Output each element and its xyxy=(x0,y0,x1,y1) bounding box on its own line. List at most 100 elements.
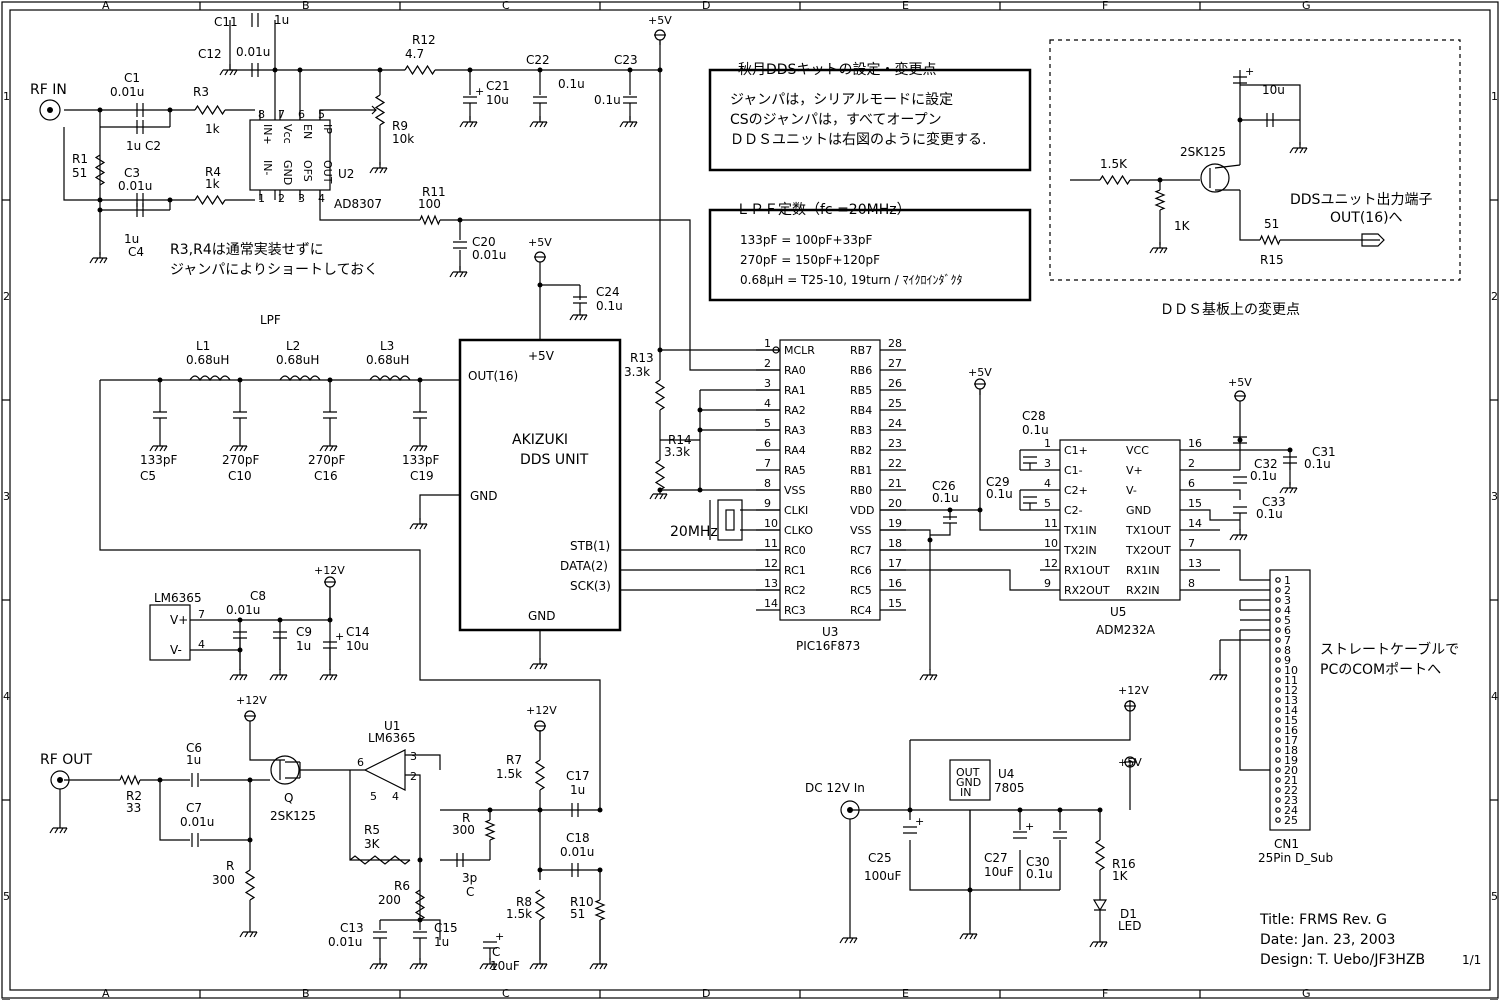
junction-dot xyxy=(467,67,473,73)
svg-text:27: 27 xyxy=(888,357,902,370)
svg-text:0.1u: 0.1u xyxy=(1026,867,1053,881)
svg-text:LM6365: LM6365 xyxy=(368,731,416,745)
cn1-pin: 5 xyxy=(1284,614,1291,627)
svg-text:26: 26 xyxy=(888,377,902,390)
ground-icon xyxy=(409,958,428,970)
row-marker: 5 xyxy=(3,890,10,903)
svg-text:DDS UNIT: DDS UNIT xyxy=(520,452,589,468)
svg-text:0.1u: 0.1u xyxy=(558,77,585,91)
svg-text:2: 2 xyxy=(764,357,771,370)
pic-pin-label: RC2 xyxy=(784,584,806,597)
junction-dot xyxy=(697,407,703,413)
cn1-pin: 19 xyxy=(1284,754,1298,767)
dds-board-change-box xyxy=(1049,39,1461,281)
cn1-pin: 17 xyxy=(1284,734,1298,747)
ground-icon xyxy=(479,958,498,970)
dds-board-fet xyxy=(1200,163,1241,193)
adm-pin-label: C1- xyxy=(1064,464,1083,477)
svg-text:Q: Q xyxy=(284,791,293,805)
pic-pin-label: RC4 xyxy=(850,604,872,617)
svg-text:17: 17 xyxy=(888,557,902,570)
svg-text:OUT(16): OUT(16) xyxy=(468,369,518,383)
capacitor xyxy=(533,96,547,104)
pic-pin-label: RA1 xyxy=(784,384,806,397)
resistor xyxy=(419,214,441,226)
rf-out-label: RF OUT xyxy=(40,752,92,768)
rf-out-connector[interactable] xyxy=(50,770,70,790)
junction-dot xyxy=(697,487,703,493)
svg-text:3: 3 xyxy=(410,750,417,763)
svg-text:1u: 1u xyxy=(434,935,449,949)
ground-icon xyxy=(959,928,978,940)
svg-text:C12: C12 xyxy=(198,47,222,61)
svg-text:100: 100 xyxy=(418,197,441,211)
svg-text:0.01u: 0.01u xyxy=(328,935,362,949)
junction-dot xyxy=(1237,437,1243,443)
cn1-pin: 1 xyxy=(1284,574,1291,587)
col-marker: A xyxy=(102,987,110,1000)
svg-text:25: 25 xyxy=(888,397,902,410)
svg-text:2: 2 xyxy=(410,770,417,783)
junction-dot xyxy=(627,67,633,73)
pic-pin-label: RB5 xyxy=(850,384,872,397)
cn1-pin: 9 xyxy=(1284,654,1291,667)
svg-text:V-: V- xyxy=(170,643,182,657)
resistor xyxy=(194,104,226,116)
svg-text:GND: GND xyxy=(956,776,981,789)
adm-pin-label: C2- xyxy=(1064,504,1083,517)
junction-dot xyxy=(237,377,243,383)
svg-text:3: 3 xyxy=(298,192,305,205)
rf-in-connector[interactable] xyxy=(39,99,61,121)
svg-text:C20: C20 xyxy=(472,235,496,249)
capacitor xyxy=(1233,76,1247,84)
svg-text:13: 13 xyxy=(1188,557,1202,570)
svg-text:1: 1 xyxy=(258,192,265,205)
svg-text:4: 4 xyxy=(318,192,325,205)
capacitor xyxy=(251,13,259,27)
dds-out-arrow xyxy=(1361,233,1385,247)
ground-icon xyxy=(89,252,108,264)
svg-text:C3: C3 xyxy=(124,166,140,180)
col-marker: B xyxy=(302,0,310,12)
junction-dot xyxy=(597,867,603,873)
pic-pin-label: VDD xyxy=(850,504,874,517)
svg-text:1: 1 xyxy=(764,337,771,350)
svg-text:C4: C4 xyxy=(128,245,144,259)
junction-dot xyxy=(947,507,953,513)
ground-icon xyxy=(239,926,258,938)
cn1-pin: 25 xyxy=(1284,814,1298,827)
u1-opamp xyxy=(363,749,406,791)
svg-text:6: 6 xyxy=(298,108,305,121)
pic-pin-label: RB2 xyxy=(850,444,872,457)
pic-pin-label: RC3 xyxy=(784,604,806,617)
capacitor xyxy=(153,411,167,419)
u2-ad8307 xyxy=(249,119,331,191)
svg-text:1k: 1k xyxy=(205,177,220,191)
svg-text:GND: GND xyxy=(470,489,498,503)
u2-pin: OUT xyxy=(321,160,334,184)
svg-text:2: 2 xyxy=(1188,457,1195,470)
svg-text:C15: C15 xyxy=(434,921,458,935)
resistor xyxy=(534,889,546,921)
svg-text:PCのCOMポートへ: PCのCOMポートへ xyxy=(1320,662,1441,678)
svg-text:ストレートケーブルで: ストレートケーブルで xyxy=(1320,641,1459,658)
capacitor xyxy=(136,203,144,217)
title-text: Title: FRMS Rev. G xyxy=(1259,912,1387,928)
capacitor xyxy=(251,63,259,77)
pic-pin-label: RC0 xyxy=(784,544,806,557)
capacitor xyxy=(1023,496,1037,504)
svg-text:C7: C7 xyxy=(186,801,202,815)
svg-text:C21: C21 xyxy=(486,79,510,93)
q-fet xyxy=(270,755,301,785)
svg-text:D1: D1 xyxy=(1120,907,1137,921)
lm6365-power-block xyxy=(149,604,191,661)
svg-text:C32: C32 xyxy=(1254,457,1278,471)
junction-dot xyxy=(247,837,253,843)
svg-text:5: 5 xyxy=(764,417,771,430)
svg-text:0.01u: 0.01u xyxy=(472,248,506,262)
adm-pin-label: RX2OUT xyxy=(1064,584,1110,597)
dc-in-connector[interactable] xyxy=(840,800,860,820)
ground-icon xyxy=(919,669,938,681)
junction-dot xyxy=(277,617,283,623)
junction-dot xyxy=(167,107,173,113)
